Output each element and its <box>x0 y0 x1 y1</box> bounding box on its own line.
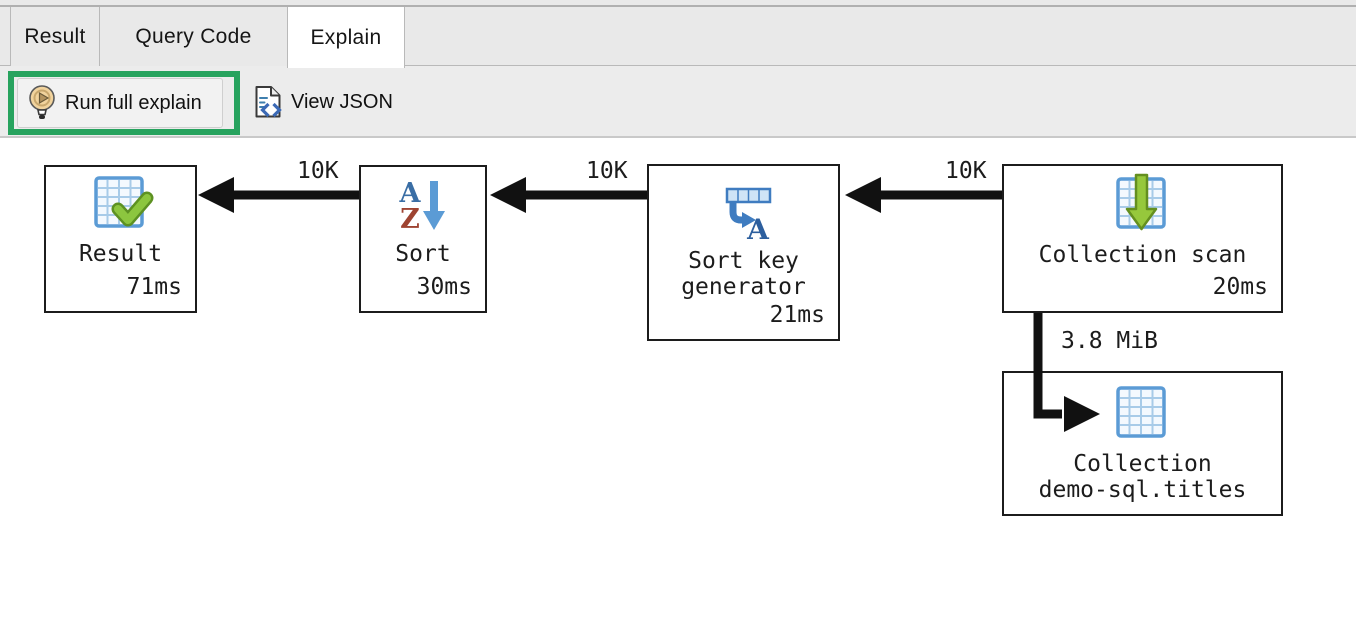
edge-label-rows-3: 10K <box>945 158 987 184</box>
tab-explain[interactable]: Explain <box>287 7 405 68</box>
tab-bar: Result Query Code Explain <box>0 0 1356 68</box>
node-collection-label-line2: demo-sql.titles <box>1038 477 1247 503</box>
node-result-label: Result <box>78 241 163 267</box>
tab-query-code[interactable]: Query Code <box>99 7 287 66</box>
tab-result-label: Result <box>24 24 86 48</box>
node-result: Result 71ms <box>44 165 197 313</box>
node-sort-key-generator-label-line2: generator <box>681 274 806 300</box>
tab-bar-bottom-border <box>0 65 1356 66</box>
table-icon <box>1004 385 1281 445</box>
edge-label-rows-2: 10K <box>586 158 628 184</box>
collection-scan-icon <box>1004 173 1281 236</box>
svg-text:A: A <box>399 178 422 209</box>
lightbulb-play-icon <box>28 84 56 122</box>
document-code-icon <box>254 85 282 119</box>
run-full-explain-label: Run full explain <box>65 91 202 114</box>
svg-text:Z: Z <box>400 204 420 235</box>
sort-key-generator-icon: A <box>649 182 838 242</box>
run-full-explain-button[interactable]: Run full explain <box>17 78 223 128</box>
tab-bar-top-border <box>0 5 1356 7</box>
svg-text:A: A <box>746 213 770 242</box>
node-sort-label: Sort <box>395 241 451 267</box>
node-sort-time: 30ms <box>416 274 472 300</box>
node-sort: A Z Sort 30ms <box>359 165 487 313</box>
edge-label-rows-1: 10K <box>297 158 339 184</box>
node-sort-key-generator-time: 21ms <box>769 302 825 328</box>
tab-result[interactable]: Result <box>10 7 99 66</box>
node-sort-key-generator-label-line1: Sort key <box>688 248 799 274</box>
node-collection-scan-label: Collection scan <box>1038 242 1247 268</box>
explain-diagram: 10K 10K 10K 3.8 MiB Result 71ms <box>0 138 1356 620</box>
tabs: Result Query Code Explain <box>10 7 405 68</box>
table-check-icon <box>46 175 195 235</box>
view-json-label: View JSON <box>291 90 393 113</box>
node-result-time: 71ms <box>126 274 182 300</box>
node-collection: Collection demo-sql.titles <box>1002 371 1283 516</box>
edge-label-bytes: 3.8 MiB <box>1061 328 1158 354</box>
node-collection-scan-time: 20ms <box>1212 274 1268 300</box>
tab-explain-label: Explain <box>310 25 382 49</box>
node-sort-key-generator: A Sort key generator 21ms <box>647 164 840 341</box>
node-collection-label-line1: Collection <box>1073 451 1212 477</box>
sort-az-icon: A Z <box>361 175 485 235</box>
view-json-button[interactable]: View JSON <box>246 80 401 124</box>
node-collection-scan: Collection scan 20ms <box>1002 164 1283 313</box>
tab-query-code-label: Query Code <box>135 24 252 48</box>
explain-toolbar: Run full explain View JSON <box>0 66 1356 138</box>
